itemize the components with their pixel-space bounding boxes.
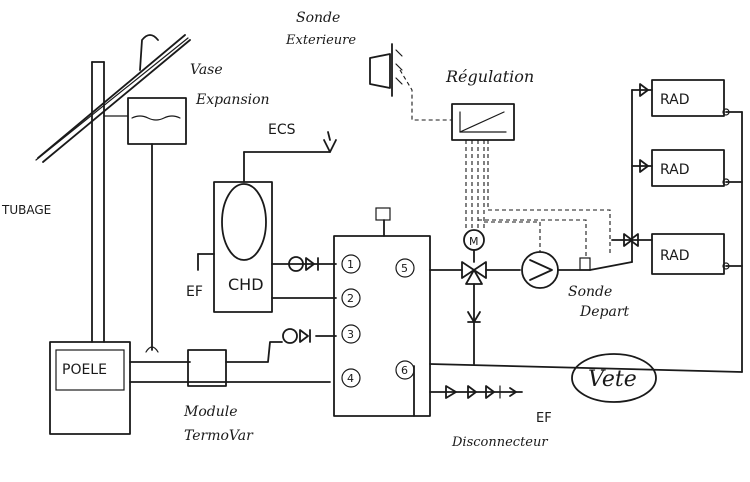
disconnecteur — [429, 385, 523, 399]
ecs-label: ECS — [268, 122, 296, 138]
vete-ellipse — [571, 353, 657, 403]
stove-poele — [49, 341, 131, 435]
three-way-valve — [429, 229, 487, 365]
tubage-label: TUBAGE — [1, 203, 51, 217]
rad3-label: RAD — [660, 248, 690, 264]
vase-label-2: Expansion — [195, 92, 270, 108]
circulator-pump — [485, 89, 633, 289]
port4-label: 4 — [347, 372, 354, 385]
sonde-exterieure-label-1: Sonde — [296, 10, 340, 26]
radiator-1 — [631, 79, 743, 117]
control-wiring — [399, 69, 611, 258]
module-label-2: TermoVar — [184, 428, 254, 444]
stove-pipes — [129, 346, 331, 383]
expansion-tank — [103, 97, 187, 351]
port6-label: 6 — [401, 364, 408, 377]
chd-tank — [197, 131, 337, 313]
poele-label: POELE — [62, 362, 107, 378]
hydraulic-module — [333, 207, 431, 417]
rad2-label: RAD — [660, 162, 690, 178]
sonde-exterieure-label-2: Exterieure — [285, 33, 356, 48]
valve-to-port1 — [288, 256, 319, 272]
rad1-label: RAD — [660, 92, 690, 108]
vase-label-1: Vase — [190, 62, 223, 78]
roof — [35, 34, 191, 163]
module-termovar — [187, 341, 283, 387]
port2-label: 2 — [347, 292, 354, 305]
valve-to-port3 — [282, 328, 337, 344]
sonde-depart-label-2: Depart — [579, 304, 630, 320]
motor-label: M — [469, 235, 479, 248]
outdoor-sensor — [369, 43, 403, 97]
port1-label: 1 — [347, 258, 354, 271]
module-label-1: Module — [183, 404, 238, 420]
port5-label: 5 — [401, 262, 408, 275]
sonde-depart-label-1: Sonde — [568, 284, 612, 300]
regulation-box — [451, 103, 515, 141]
radiator-2 — [631, 149, 743, 187]
ef-bottom-label: EF — [536, 411, 552, 426]
ef-left-label: EF — [186, 284, 203, 300]
return-line — [413, 111, 743, 417]
disconnecteur-label: Disconnecteur — [451, 435, 548, 450]
port3-label: 3 — [347, 328, 354, 341]
vete-label: Vete — [588, 367, 637, 392]
chimney-flue — [91, 61, 105, 343]
vent-pipe — [139, 34, 159, 71]
regulation-label: Régulation — [445, 67, 534, 86]
radiator-3 — [611, 233, 743, 275]
chd-label: CHD — [228, 275, 264, 294]
